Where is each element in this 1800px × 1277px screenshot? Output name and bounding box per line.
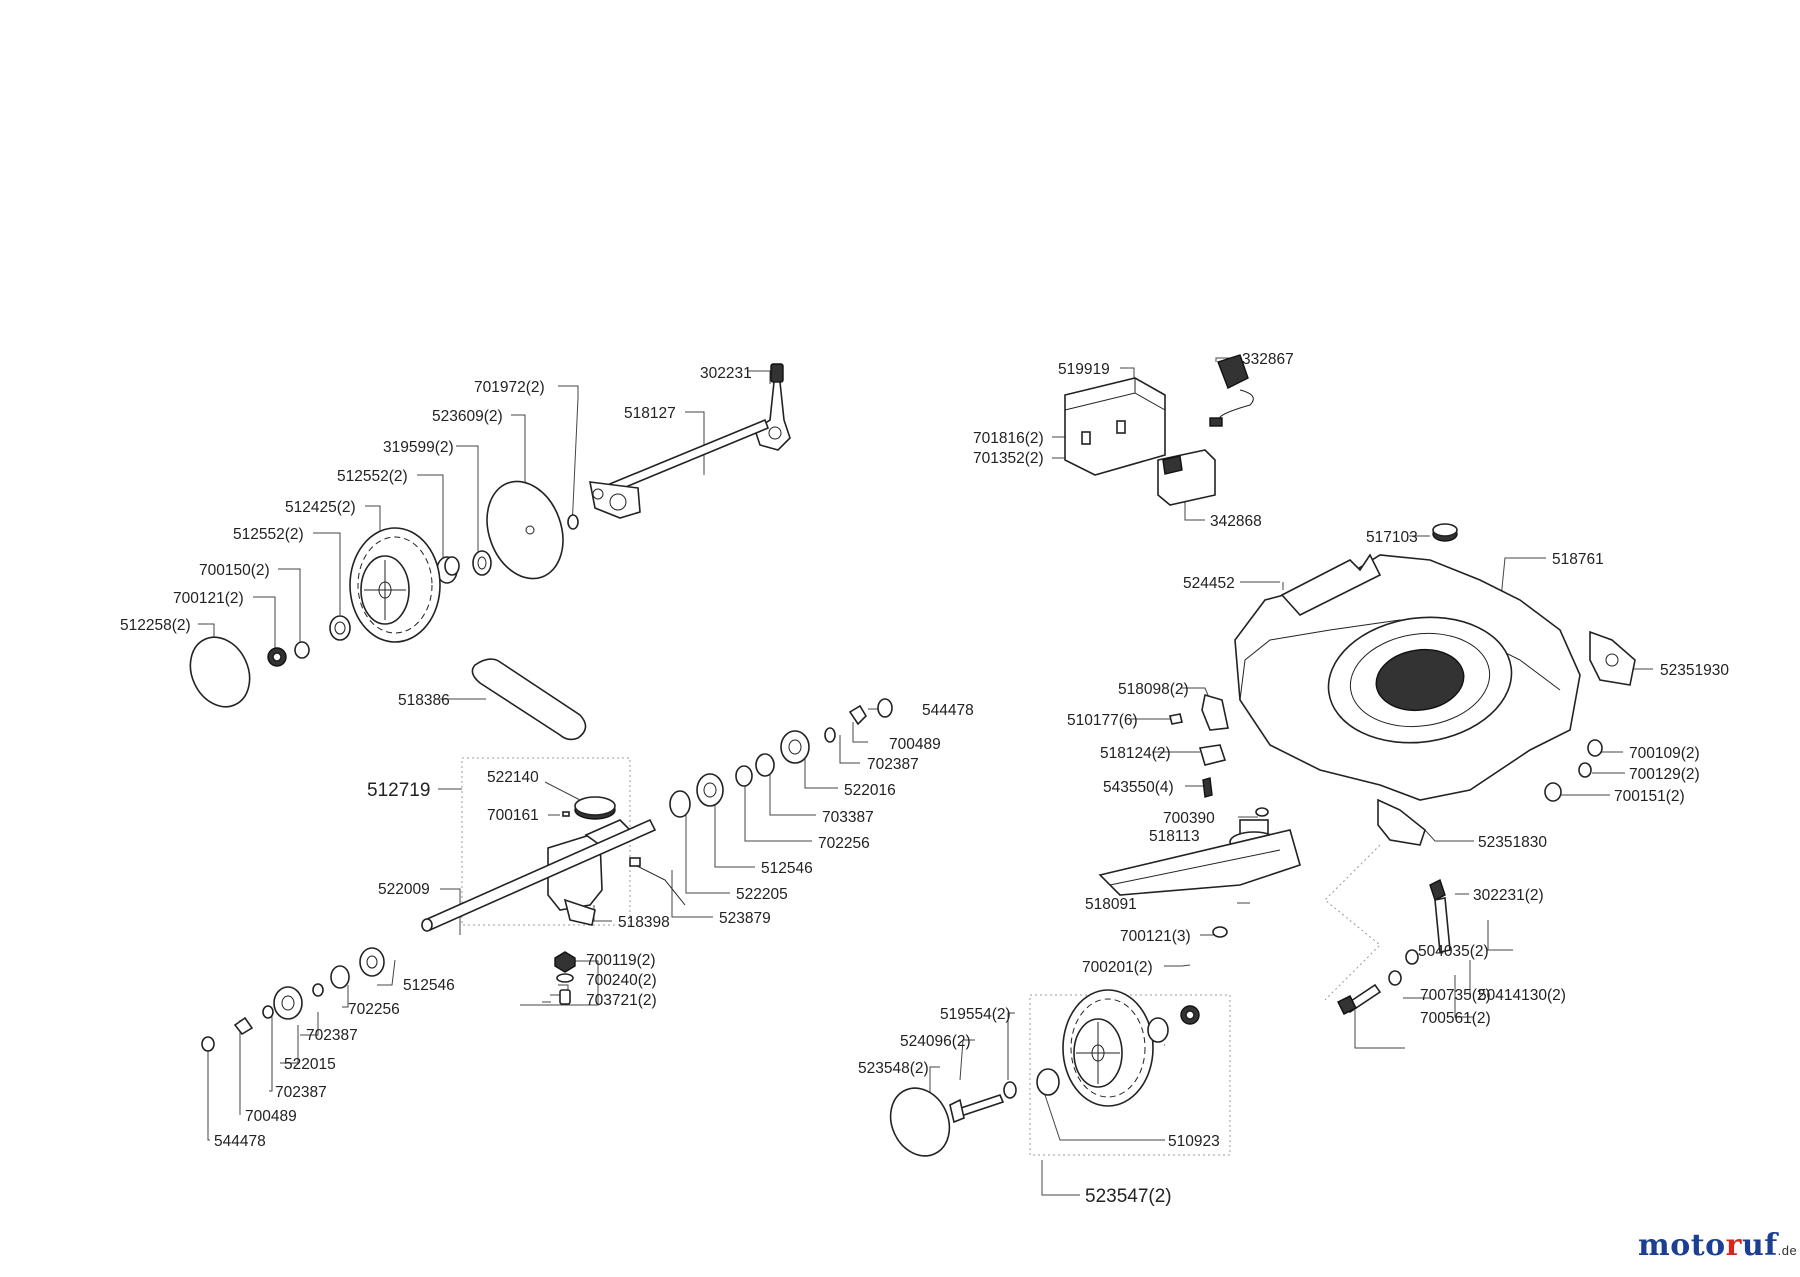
label-512258: 512258(2): [120, 617, 191, 634]
label-700735: 700735(2): [1420, 987, 1491, 1004]
label-517103: 517103: [1366, 529, 1418, 546]
hubcap-part: [189, 636, 251, 708]
label-522015: 522015: [284, 1056, 336, 1073]
label-522016: 522016: [844, 782, 896, 799]
lever-plate-part: [754, 381, 791, 451]
label-543550: 543550(4): [1103, 779, 1174, 796]
label-342868: 342868: [1210, 513, 1262, 530]
label-700121b: 700121(3): [1120, 928, 1191, 945]
deck-handle-part: [1280, 553, 1382, 616]
label-518113: 518113: [1149, 828, 1200, 845]
label-700240: 700240(2): [586, 972, 657, 989]
label-512425: 512425(2): [285, 499, 356, 516]
label-518091: 518091: [1085, 896, 1137, 913]
label-319599: 319599(2): [383, 439, 454, 456]
logo-part-c: uf: [1741, 1228, 1778, 1263]
label-701816: 701816(2): [973, 430, 1044, 447]
logo-part-b: r: [1725, 1228, 1742, 1263]
label-703721: 703721(2): [586, 992, 657, 1009]
label-522140: 522140: [487, 769, 539, 786]
label-700390: 700390: [1163, 810, 1215, 827]
label-700150: 700150(2): [199, 562, 270, 579]
cutter-blade-part: [1098, 829, 1301, 896]
label-700161: 700161: [487, 807, 539, 824]
label-510177: 510177(6): [1067, 712, 1138, 729]
bracket-52351830-part: [1377, 798, 1426, 846]
label-50414130: 50414130(2): [1478, 987, 1566, 1004]
drive-belt-part: [471, 658, 587, 741]
label-524096: 524096(2): [900, 1033, 971, 1050]
label-512719: 512719: [367, 780, 430, 801]
label-700129: 700129(2): [1629, 766, 1700, 783]
label-700119: 700119(2): [586, 952, 656, 969]
right-parts: [889, 354, 1636, 1157]
front-hubcap-part: [889, 1087, 951, 1157]
label-302231b: 302231(2): [1473, 887, 1544, 904]
label-524452: 524452: [1183, 575, 1235, 592]
label-512546a: 512546: [761, 860, 813, 877]
label-700489b: 700489: [245, 1108, 297, 1125]
label-523547: 523547(2): [1085, 1186, 1172, 1207]
label-523879: 523879: [719, 910, 771, 927]
bracket-52351930-part: [1589, 630, 1636, 686]
label-522205: 522205: [736, 886, 788, 903]
label-52351930: 52351930: [1660, 662, 1729, 679]
motoruf-logo: motoruf.de: [1638, 1228, 1797, 1263]
logo-part-a: moto: [1638, 1228, 1726, 1263]
label-702387a: 702387: [867, 756, 919, 773]
bearing-512546-part: [359, 947, 385, 977]
gear-522016-part: [780, 730, 810, 764]
gear-522015-part: [273, 986, 303, 1020]
label-700151: 700151(2): [1614, 788, 1685, 805]
label-512546b: 512546: [403, 977, 455, 994]
charger-part: [1217, 354, 1249, 389]
label-700489a: 700489: [889, 736, 941, 753]
label-702256b: 702256: [348, 1001, 400, 1018]
label-522009: 522009: [378, 881, 430, 898]
label-512552a: 512552(2): [337, 468, 408, 485]
logo-part-d: .de: [1777, 1243, 1798, 1258]
label-510923: 510923: [1168, 1133, 1220, 1150]
label-544478b: 544478: [214, 1133, 266, 1150]
label-518098: 518098(2): [1118, 681, 1189, 698]
left-parts: [189, 363, 893, 1052]
label-512552b: 512552(2): [233, 526, 304, 543]
label-702387c: 702387: [275, 1084, 327, 1101]
label-518761: 518761: [1552, 551, 1604, 568]
label-52351830: 52351830: [1478, 834, 1547, 851]
label-703387: 703387: [822, 809, 874, 826]
part-labels: 302231 701972(2) 518127 523609(2) 319599…: [120, 351, 1729, 1207]
label-518124: 518124(2): [1100, 745, 1171, 762]
label-332867: 332867: [1242, 351, 1294, 368]
label-302231: 302231: [700, 365, 752, 382]
label-700109: 700109(2): [1629, 745, 1700, 762]
leader-lines-left: [198, 370, 885, 1141]
lever-rod-part: [598, 418, 770, 498]
label-518127: 518127: [624, 405, 676, 422]
label-519554: 519554(2): [940, 1006, 1011, 1023]
label-700561: 700561(2): [1420, 1010, 1491, 1027]
leader-lines-right: [929, 357, 1653, 1196]
label-702387b: 702387: [306, 1027, 358, 1044]
handle-knob-part: [770, 363, 784, 383]
label-518398: 518398: [618, 914, 670, 931]
socket-part: [1157, 449, 1216, 506]
label-701352: 701352(2): [973, 450, 1044, 467]
hubcap-plate-part: [486, 480, 564, 580]
label-700121a: 700121(2): [173, 590, 244, 607]
label-523548: 523548(2): [858, 1060, 929, 1077]
label-504035: 504035(2): [1418, 943, 1489, 960]
label-701972: 701972(2): [474, 379, 545, 396]
label-700201: 700201(2): [1082, 959, 1153, 976]
battery-box-part: [1064, 377, 1166, 476]
label-518386: 518386: [398, 692, 450, 709]
label-519919: 519919: [1058, 361, 1110, 378]
label-523609: 523609(2): [432, 408, 503, 425]
label-544478a: 544478: [922, 702, 974, 719]
label-702256a: 702256: [818, 835, 870, 852]
